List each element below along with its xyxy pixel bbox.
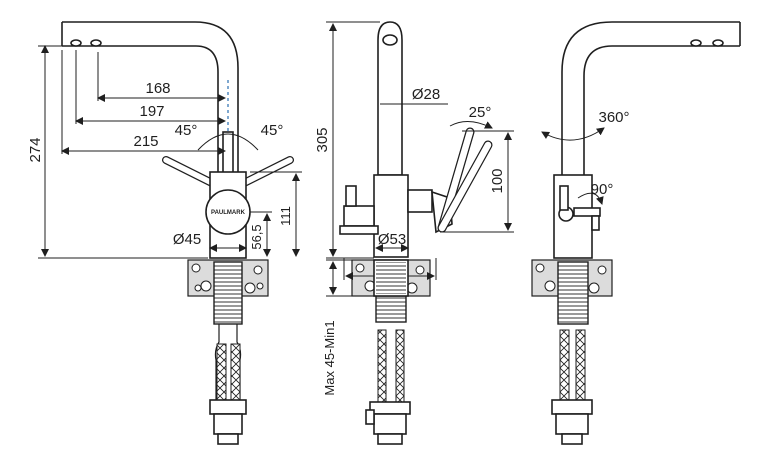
- rear-lever-arc: [577, 192, 604, 205]
- dim-100-label: 100: [489, 168, 506, 193]
- front-view: PAULMARK 45° 45° 168 197 215 274 111 56,…: [27, 21, 302, 445]
- side-threaded-shank: [375, 295, 407, 323]
- side-body: [373, 174, 409, 258]
- angle-rotation-label: 360°: [598, 109, 629, 126]
- dim-d45-label: Ø45: [173, 231, 201, 248]
- side-filter-handle: [343, 205, 375, 227]
- rear-rotation-arc: [541, 127, 605, 141]
- side-hose-2: [395, 329, 405, 403]
- rear-hose-1: [559, 329, 570, 401]
- dim-d53-label: Ø53: [378, 231, 406, 248]
- angle-tilt-label: 25°: [469, 104, 492, 121]
- dim-274-label: 274: [27, 137, 44, 162]
- side-hose-nut: [369, 401, 411, 415]
- dim-305-label: 305: [314, 127, 331, 152]
- side-spout: [377, 21, 403, 176]
- angle-lever-label: 90°: [591, 181, 614, 198]
- dim-197-label: 197: [139, 103, 164, 120]
- front-filter-stem: [222, 131, 234, 175]
- dim-56-5-label: 56,5: [249, 224, 264, 249]
- aerator-icon: [70, 39, 82, 47]
- front-angle-arc: [197, 133, 259, 151]
- angle-left-label: 45°: [175, 122, 198, 139]
- side-aerator-icon: [382, 34, 398, 46]
- rear-outlet-icon: [690, 39, 702, 47]
- dim-215-label: 215: [133, 133, 158, 150]
- angle-right-label: 45°: [261, 122, 284, 139]
- rear-hose-nut: [551, 399, 593, 415]
- front-spout-arm: [62, 21, 239, 172]
- rear-view: 360° 90°: [531, 21, 741, 445]
- dim-111-label: 111: [278, 206, 293, 226]
- rear-spout-arm: [561, 21, 740, 175]
- front-hose-nut: [209, 399, 247, 415]
- side-hose-1: [377, 329, 387, 403]
- rear-aerator-icon: [712, 39, 724, 47]
- dim-d28-label: Ø28: [412, 86, 440, 103]
- front-threaded-shank: [213, 261, 243, 325]
- dim-mounting-label: Max 45-Min1: [322, 320, 337, 395]
- filter-outlet-icon: [90, 39, 102, 47]
- rear-threaded-shank: [557, 261, 589, 325]
- side-view: Ø28 25° 100 305 Ø53: [314, 21, 514, 445]
- rear-lever: [573, 207, 601, 217]
- side-tilt-arc: [449, 121, 493, 129]
- brand-logo: PAULMARK: [211, 210, 246, 216]
- dim-168-label: 168: [145, 80, 170, 97]
- rear-hose-2: [575, 329, 586, 401]
